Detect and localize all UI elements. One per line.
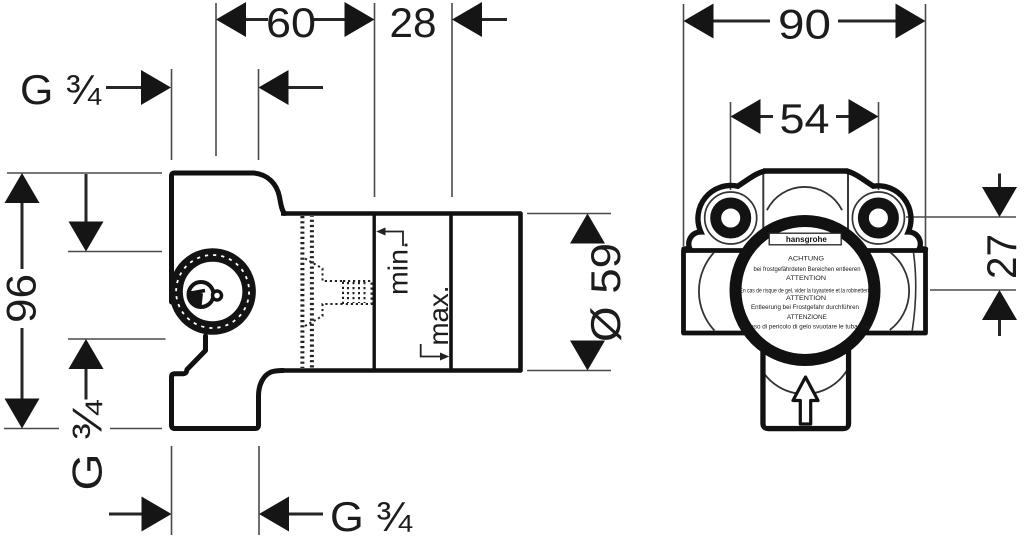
svg-text:G ¾: G ¾ (330, 493, 413, 536)
svg-text:28: 28 (390, 0, 437, 46)
svg-text:ATTENTION: ATTENTION (786, 275, 826, 282)
svg-text:54: 54 (780, 95, 830, 142)
svg-text:max.: max. (423, 286, 454, 346)
svg-text:Entleerung bei Frostgefahr dur: Entleerung bei Frostgefahr durchführen (751, 304, 859, 311)
svg-text:min.: min. (383, 241, 414, 295)
svg-text:En cas de risque de gel, vider: En cas de risque de gel, vider la tuyaut… (740, 287, 872, 294)
svg-text:27: 27 (978, 234, 1024, 279)
svg-text:in caso di pericolo di gelo sv: in caso di pericolo di gelo svuotare le … (741, 324, 871, 331)
svg-text:hansgrohe: hansgrohe (786, 235, 828, 244)
svg-text:G ¾: G ¾ (63, 399, 110, 490)
svg-text:ATTENZIONE: ATTENZIONE (787, 314, 828, 321)
svg-text:Ø 59: Ø 59 (582, 243, 629, 342)
svg-text:60: 60 (266, 0, 316, 46)
svg-text:bei frostgefährdeten Bereichen: bei frostgefährdeten Bereichen entleeren (754, 266, 861, 273)
svg-text:96: 96 (0, 274, 45, 323)
svg-text:90: 90 (778, 1, 831, 48)
svg-text:ATTENTION: ATTENTION (786, 295, 826, 302)
svg-text:G ¾: G ¾ (20, 66, 102, 113)
svg-text:ACHTUNG: ACHTUNG (788, 255, 824, 262)
